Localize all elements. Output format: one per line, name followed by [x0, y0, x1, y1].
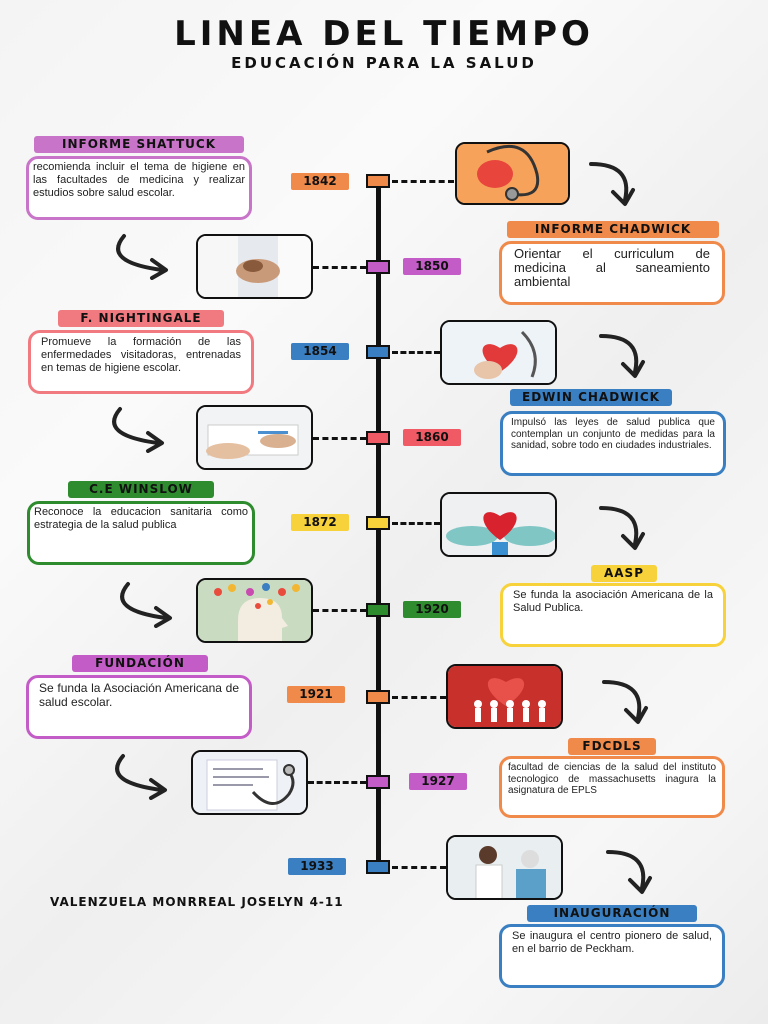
connector-1872 [392, 522, 440, 525]
timeline-node-1921 [366, 690, 390, 704]
timeline-node-1920 [366, 603, 390, 617]
year-1927: 1927 [409, 773, 467, 790]
curved-arrow-icon [120, 582, 172, 628]
heart-hands-photo [440, 492, 557, 557]
event-text-fdcdls: facultad de ciencias de la salud del ins… [499, 756, 725, 818]
connector-1850 [313, 266, 366, 269]
event-label-winslow: C.E WINSLOW [68, 481, 214, 498]
doctor-patient-photo [446, 835, 563, 900]
year-1920: 1920 [403, 601, 461, 618]
event-label-fdcdls: FDCDLS [568, 738, 656, 755]
heart-photo [440, 320, 557, 385]
timeline-node-1850 [366, 260, 390, 274]
documents-photo [196, 405, 313, 470]
event-text-fundacion: Se funda la Asociación Americana de salu… [26, 675, 252, 739]
year-1854: 1854 [291, 343, 349, 360]
event-text-shattuck: recomienda incluir el tema de higiene en… [26, 156, 252, 220]
connector-1860 [313, 437, 366, 440]
curved-arrow-icon [589, 162, 635, 206]
event-text-aasp: Se funda la asociación Americana de la S… [500, 583, 726, 647]
event-text-inauguracion: Se inaugura el centro pionero de salud, … [499, 924, 725, 988]
page-subtitle: EDUCACIÓN PARA LA SALUD [231, 54, 537, 72]
event-label-fundacion: FUNDACIÓN [72, 655, 208, 672]
page-title: LINEA DEL TIEMPO [174, 14, 594, 54]
event-label-edwin-chadwick: EDWIN CHADWICK [510, 389, 672, 406]
timeline-node-1872 [366, 516, 390, 530]
curved-arrow-icon [602, 680, 648, 724]
hands-together-photo [196, 234, 313, 299]
year-1860: 1860 [403, 429, 461, 446]
curved-arrow-icon [606, 850, 652, 894]
curved-arrow-icon [112, 407, 164, 453]
flowers-head-photo [196, 578, 313, 643]
connector-1854 [392, 351, 440, 354]
paper-people-photo [446, 664, 563, 729]
connector-1933 [392, 866, 446, 869]
clipboard-photo [191, 750, 308, 815]
year-1850: 1850 [403, 258, 461, 275]
timeline-node-1842 [366, 174, 390, 188]
timeline-node-1933 [366, 860, 390, 874]
connector-1920 [313, 609, 366, 612]
curved-arrow-icon [116, 234, 168, 280]
event-label-aasp: AASP [591, 565, 657, 582]
event-text-nightingale: Promueve la formación de las enfermedade… [28, 330, 254, 394]
event-text-informe-chadwick: Orientar el curriculum de medicina al sa… [499, 241, 725, 305]
event-label-nightingale: F. NIGHTINGALE [58, 310, 224, 327]
event-label-shattuck: INFORME SHATTUCK [34, 136, 244, 153]
connector-1921 [392, 696, 446, 699]
event-text-winslow: Reconoce la educacion sanitaria como est… [27, 501, 255, 565]
curved-arrow-icon [599, 334, 645, 378]
year-1933: 1933 [288, 858, 346, 875]
stethoscope-photo [455, 142, 570, 205]
connector-1927 [308, 781, 366, 784]
connector-1842 [392, 180, 454, 183]
timeline-node-1860 [366, 431, 390, 445]
year-1921: 1921 [287, 686, 345, 703]
event-label-inauguracion: INAUGURACIÓN [527, 905, 697, 922]
curved-arrow-icon [115, 754, 167, 800]
event-text-edwin-chadwick: Impulsó las leyes de salud publica que c… [500, 411, 726, 476]
timeline-node-1854 [366, 345, 390, 359]
timeline-node-1927 [366, 775, 390, 789]
event-label-informe-chadwick: INFORME CHADWICK [507, 221, 719, 238]
author-credit: VALENZUELA MONRREAL JOSELYN 4-11 [50, 895, 344, 909]
year-1842: 1842 [291, 173, 349, 190]
year-1872: 1872 [291, 514, 349, 531]
curved-arrow-icon [599, 506, 645, 550]
